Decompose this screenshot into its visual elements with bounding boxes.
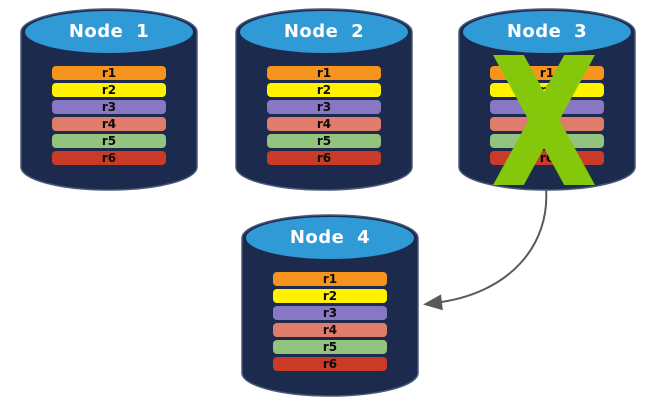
row-r4: r4 <box>267 117 381 131</box>
node-1-label: Node 1 <box>68 21 150 42</box>
row-r2: r2 <box>273 289 387 303</box>
row-r1: r1 <box>273 272 387 286</box>
node-4-rows: r1 r2 r3 r4 r5 r6 <box>273 272 387 374</box>
arrow-curve <box>433 188 548 304</box>
cylinder-top <box>240 11 408 53</box>
node-4: Node 4 r1 r2 r3 r4 r5 r6 <box>241 214 419 397</box>
row-r5: r5 <box>267 134 381 148</box>
row-r2: r2 <box>52 83 166 97</box>
node-3-label: Node 3 <box>506 21 588 42</box>
row-r5: r5 <box>52 134 166 148</box>
node-4-label: Node 4 <box>289 227 371 248</box>
row-r6: r6 <box>267 151 381 165</box>
node-1: Node 1 r1 r2 r3 r4 r5 r6 <box>20 8 198 191</box>
node-2: Node 2 r1 r2 r3 r4 r5 r6 <box>235 8 413 191</box>
row-r4: r4 <box>52 117 166 131</box>
node-2-rows: r1 r2 r3 r4 r5 r6 <box>267 66 381 168</box>
row-r2: r2 <box>267 83 381 97</box>
node-3: Node 3 r1 r2 r3 r4 r5 r6 <box>458 8 636 191</box>
cylinder-top <box>246 217 414 259</box>
row-r3: r3 <box>52 100 166 114</box>
row-r6: r6 <box>52 151 166 165</box>
node-2-label: Node 2 <box>283 21 365 42</box>
row-r1: r1 <box>267 66 381 80</box>
x-cross-strokes <box>493 55 595 185</box>
row-r6: r6 <box>273 357 387 371</box>
row-r3: r3 <box>273 306 387 320</box>
node-1-rows: r1 r2 r3 r4 r5 r6 <box>52 66 166 168</box>
row-r3: r3 <box>267 100 381 114</box>
cylinder-top <box>463 11 631 53</box>
row-r1: r1 <box>52 66 166 80</box>
row-r5: r5 <box>273 340 387 354</box>
row-r4: r4 <box>273 323 387 337</box>
cylinder-top <box>25 11 193 53</box>
arrow-head <box>423 294 443 311</box>
x-cross-icon <box>493 55 595 185</box>
